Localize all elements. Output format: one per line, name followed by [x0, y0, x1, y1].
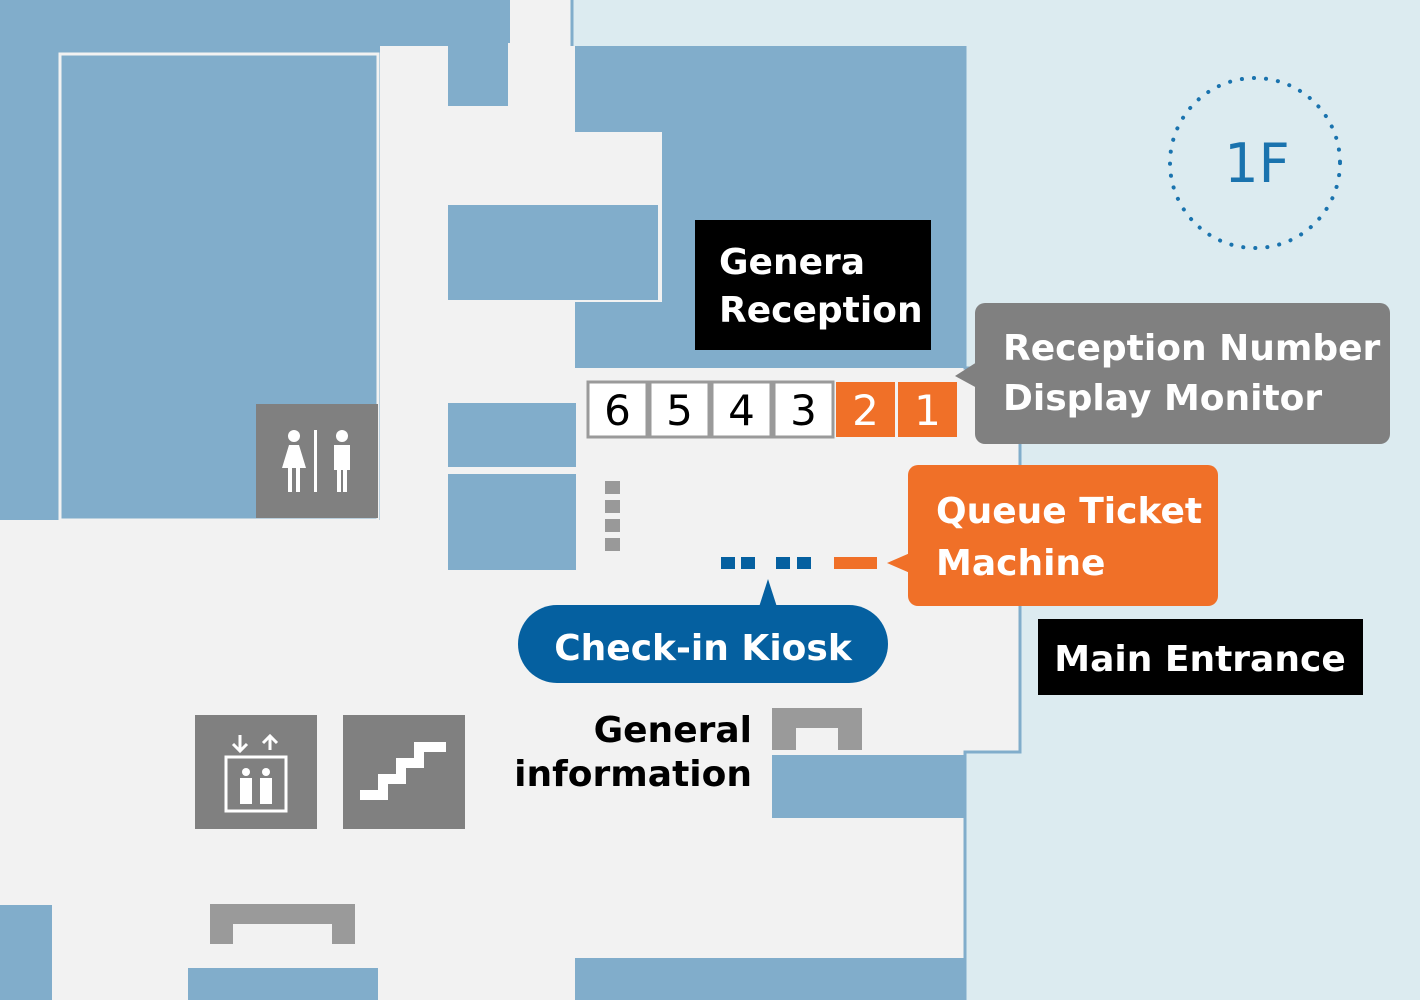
room-block: [772, 755, 965, 818]
queue-ticket-machine-unit[interactable]: [834, 557, 877, 569]
counter-number: 4: [728, 386, 755, 435]
counter-box: [772, 380, 835, 439]
room-block: [0, 0, 448, 46]
counter-box: [586, 380, 649, 439]
counter-number: 2: [852, 386, 879, 435]
counter-cell-5: 5: [648, 380, 711, 439]
counter-cell-3: 3: [772, 380, 835, 439]
counter-cell-6: 6: [586, 380, 649, 439]
checkin-kiosk-text: Check-in Kiosk: [554, 628, 853, 669]
counter-box: [898, 382, 957, 437]
room-block: [188, 968, 378, 1000]
queue-ticket-text-2: Machine: [936, 543, 1105, 584]
room-block: [448, 403, 576, 467]
counter-cell-4: 4: [710, 380, 773, 439]
stairs-icon: [360, 742, 446, 800]
counter-cell-2: 2: [836, 382, 895, 437]
checkin-kiosk-callout: Check-in Kiosk: [518, 579, 888, 683]
elevator-icon: [224, 733, 288, 813]
main-entrance-text: Main Entrance: [1054, 639, 1345, 680]
information-desk: [772, 708, 862, 750]
checkin-kiosk-units[interactable]: [721, 557, 811, 569]
general-information-text-2: information: [514, 754, 752, 795]
display-monitor-callout: Reception Number Display Monitor: [955, 303, 1390, 444]
general-reception-text-2: Reception: [719, 290, 923, 331]
counter-number: 1: [914, 386, 941, 435]
room-block: [448, 0, 508, 106]
counter-number: 5: [666, 386, 693, 435]
restroom-icon: [282, 430, 350, 492]
stairs[interactable]: [343, 715, 465, 829]
room-block: [0, 0, 52, 520]
restroom[interactable]: [256, 404, 378, 518]
waiting-line: [605, 481, 620, 551]
elevator[interactable]: [195, 715, 317, 829]
room-block: [448, 474, 576, 570]
queue-ticket-text-1: Queue Ticket: [936, 491, 1202, 532]
display-monitor-text-1: Reception Number: [1003, 328, 1381, 369]
counter-box: [710, 380, 773, 439]
counter-number: 3: [790, 386, 817, 435]
queue-ticket-callout: Queue Ticket Machine: [887, 465, 1218, 606]
lower-desk: [210, 904, 355, 944]
counter-cell-1: 1: [898, 382, 957, 437]
general-reception-label: Genera Reception: [695, 220, 931, 350]
main-entrance-label: Main Entrance: [1038, 619, 1363, 695]
display-monitor-text-2: Display Monitor: [1003, 378, 1322, 419]
counter-number: 6: [604, 386, 631, 435]
floor-badge: 1F: [1168, 76, 1342, 250]
room-block: [0, 905, 52, 1000]
floor-badge-label: 1F: [1224, 132, 1289, 195]
general-information-label: General information: [514, 710, 752, 795]
counter-box: [648, 380, 711, 439]
counter-box: [836, 382, 895, 437]
general-reception-text-1: Genera: [719, 242, 865, 283]
room-block: [575, 958, 965, 1000]
room-block: [448, 205, 658, 300]
general-information-text-1: General: [594, 710, 752, 751]
